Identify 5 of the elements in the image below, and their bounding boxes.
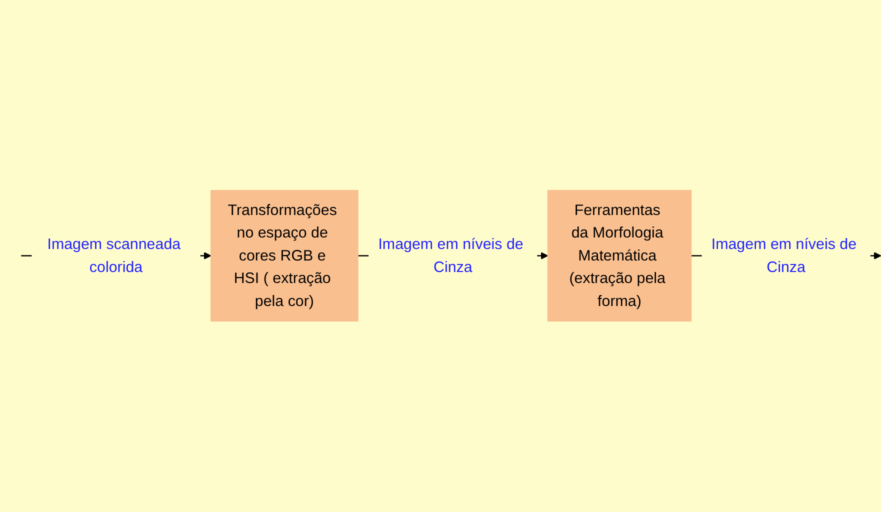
node-box: Transformações no espaço de cores RGB e HSI ( extração pela cor) [210,190,358,322]
edge-label: Imagem scanneada colorida [47,236,181,276]
edge-label: Imagem em níveis de Cinza [711,236,857,276]
edge-label: Imagem em níveis de Cinza [378,236,524,276]
node-box: Ferramentas da Morfologia Matemática (extração pela forma) [547,190,692,322]
